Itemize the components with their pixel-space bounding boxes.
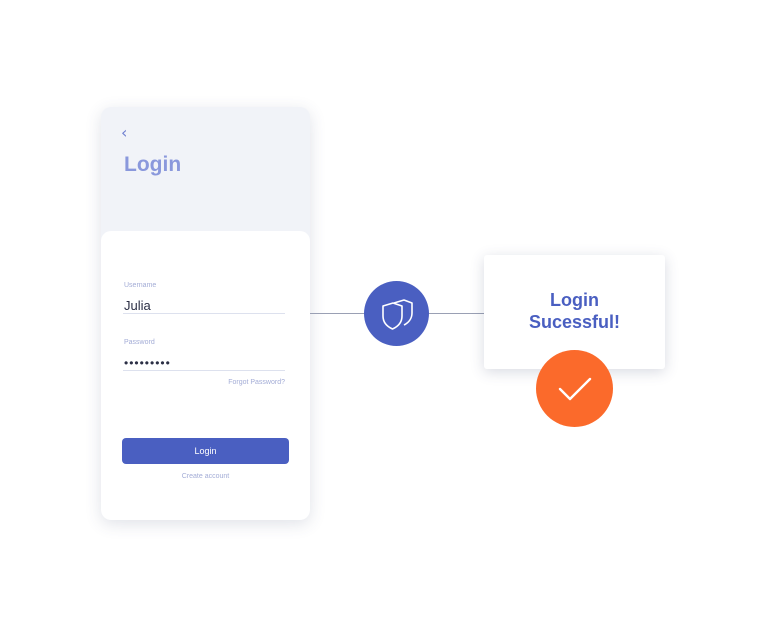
forgot-password-link[interactable]: Forgot Password?	[228, 379, 285, 386]
shield-icon	[381, 298, 413, 330]
connector-line-right	[428, 313, 484, 314]
success-message: Login Sucessful!	[484, 289, 665, 333]
security-badge	[364, 281, 429, 346]
create-account-link[interactable]: Create account	[181, 473, 230, 480]
username-field[interactable]	[123, 298, 285, 314]
chevron-left-icon[interactable]: ‹	[121, 123, 128, 142]
username-label: Username	[124, 282, 157, 289]
success-line-2: Sucessful!	[528, 312, 621, 332]
success-line-1: Login	[550, 290, 599, 310]
checkmark-icon	[558, 377, 591, 400]
connector-line-left	[310, 313, 366, 314]
success-badge	[536, 350, 613, 427]
page-title: Login	[124, 153, 182, 176]
login-form-card: Username Password Forgot Password? Login…	[101, 231, 310, 520]
password-field[interactable]	[123, 355, 285, 371]
login-button[interactable]: Login	[122, 438, 289, 464]
password-label: Password	[124, 339, 155, 346]
login-screen: ‹ Login Username Password Forgot Passwor…	[101, 107, 310, 520]
